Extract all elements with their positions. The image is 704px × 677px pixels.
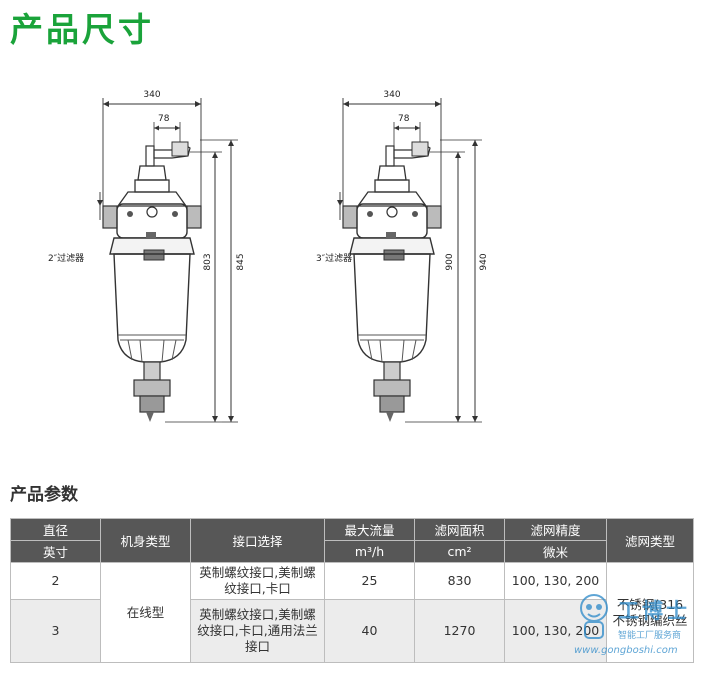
header-diameter-unit: 英寸: [10, 540, 101, 563]
filter-3-inch-drawing: 340 78 900 940 3″过滤器: [316, 90, 489, 423]
row-area: 1270: [414, 599, 505, 663]
left-offset-label: 78: [158, 114, 170, 124]
header-diameter: 直径: [10, 518, 101, 541]
header-precision: 滤网精度: [504, 518, 607, 541]
right-caption: 3″过滤器: [316, 252, 352, 264]
header-body-type: 机身类型: [100, 518, 191, 563]
row-flow: 40: [324, 599, 415, 663]
row-interface: 英制螺纹接口,美制螺纹接口,卡口,通用法兰接口: [190, 599, 325, 663]
row-area: 830: [414, 562, 505, 600]
watermark-url: www.gongboshi.com: [574, 645, 678, 656]
header-screen-area: 滤网面积: [414, 518, 505, 541]
screen-type-cell: 不锈钢(316 不锈钢编织丝: [606, 562, 694, 663]
header-precision-unit: 微米: [504, 540, 607, 563]
left-width-label: 340: [143, 90, 160, 100]
page-title: 产品尺寸: [10, 10, 154, 49]
right-width-label: 340: [383, 90, 400, 100]
row-diameter: 2: [10, 562, 101, 600]
watermark-brand: 工博士: [618, 599, 690, 623]
header-max-flow-unit: m³/h: [324, 540, 415, 563]
robot-mascot-icon: [580, 594, 608, 639]
header-screen-area-unit: cm²: [414, 540, 505, 563]
header-interface: 接口选择: [190, 518, 325, 563]
row-flow: 25: [324, 562, 415, 600]
watermark: 工博士 智能工厂服务商 www.gongboshi.com: [570, 590, 700, 670]
params-title: 产品参数: [10, 485, 78, 505]
right-height-inner-label: 900: [445, 253, 455, 270]
filter-2-inch-drawing: 340 78 803 845 2″过滤器: [48, 90, 246, 423]
left-height-inner-label: 803: [203, 253, 213, 270]
dimension-diagram: 340 78 803 845 2″过滤器 340 78: [48, 90, 489, 423]
row-interface: 英制螺纹接口,美制螺纹接口,卡口: [190, 562, 325, 600]
row-precision: 100, 130, 200: [504, 562, 607, 600]
left-height-outer-label: 845: [236, 253, 246, 270]
right-offset-label: 78: [398, 114, 410, 124]
body-type-cell: 在线型: [100, 562, 191, 663]
right-height-outer-label: 940: [479, 253, 489, 270]
spec-table: 直径 机身类型 接口选择 最大流量 滤网面积 滤网精度 滤网类型 英寸 m³/h…: [10, 518, 694, 663]
table-row: 2 在线型 英制螺纹接口,美制螺纹接口,卡口 25 830 100, 130, …: [10, 562, 694, 663]
header-screen-type: 滤网类型: [606, 518, 694, 563]
row-diameter: 3: [10, 599, 101, 663]
watermark-sub: 智能工厂服务商: [618, 631, 682, 641]
left-caption: 2″过滤器: [48, 252, 84, 264]
header-max-flow: 最大流量: [324, 518, 415, 541]
